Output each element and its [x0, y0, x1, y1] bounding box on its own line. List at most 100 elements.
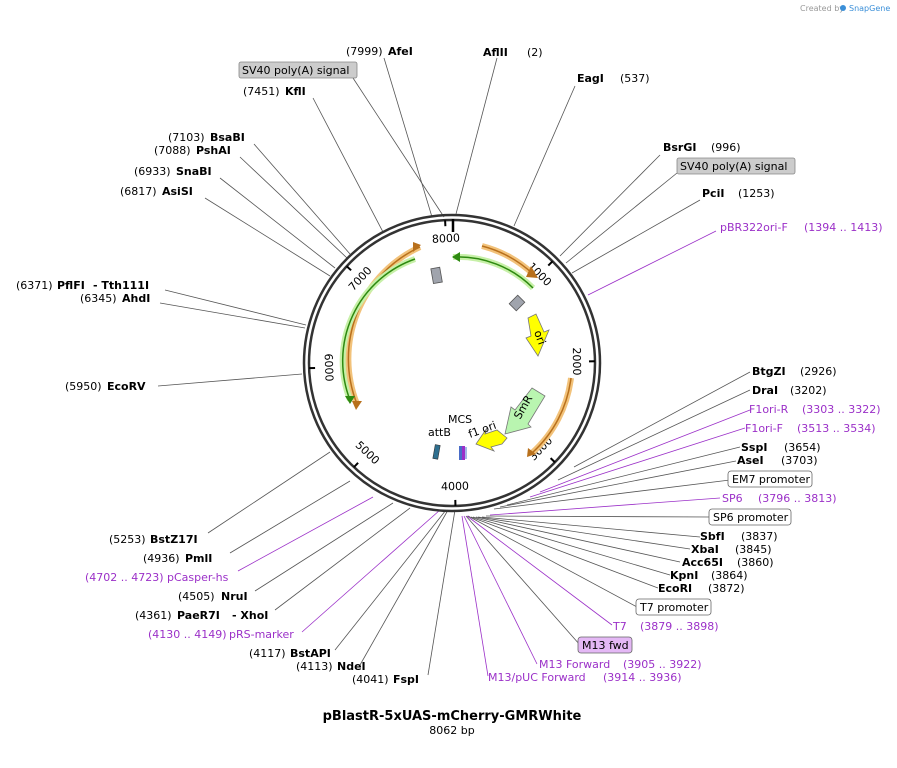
sspi-pos: (3654) — [784, 441, 821, 454]
fspi-pos: (4041) — [352, 673, 389, 686]
acc65i-pos: (3860) — [737, 556, 774, 569]
tick-label: 6000 — [322, 353, 336, 381]
tick-mark — [353, 462, 359, 468]
asisi-name: AsiSI — [162, 185, 193, 198]
xbai-name: XbaI — [691, 543, 719, 556]
sp6-promoter-box: SP6 promoter — [708, 508, 792, 526]
aflii-name: AflII — [483, 46, 508, 59]
btgzi-name: BtgZI — [752, 365, 786, 378]
tick-mark — [549, 457, 556, 463]
sv40-box-left — [430, 266, 443, 285]
snapgene-logo — [840, 5, 846, 11]
pcii-name: PciI — [702, 187, 724, 200]
afei-pos: (7999) — [346, 45, 383, 58]
sspi-name: SspI — [741, 441, 767, 454]
nrui-pos: (4505) — [178, 590, 215, 603]
bstapi-pos: (4117) — [249, 647, 286, 660]
tth111i-name: - Tth111I — [93, 279, 149, 292]
em7-promoter-box: EM7 promoter — [727, 470, 813, 488]
attb-label: attB — [428, 426, 451, 439]
m13-fwd-box: M13 fwd — [577, 636, 633, 654]
attb-marker: attB — [428, 426, 451, 460]
kfli-pos: (7451) — [243, 85, 280, 98]
bstapi-name: BstAPI — [290, 647, 331, 660]
snapgene-name: SnapGene — [849, 4, 890, 13]
asei-name: AseI — [737, 454, 764, 467]
btgzi-pos: (2926) — [800, 365, 837, 378]
aflii-pos: (2) — [527, 46, 543, 59]
smr-arrow: SmR — [504, 387, 546, 435]
kpni-pos: (3864) — [711, 569, 748, 582]
m13-puc-forward-pos: (3914 .. 3936) — [603, 671, 682, 684]
m13-forward-pos: (3905 .. 3922) — [623, 658, 702, 671]
pflfi-pos: (6371) — [16, 279, 53, 292]
prs-marker-name: pRS-marker — [229, 628, 294, 641]
paer7i-name: PaeR7I — [177, 609, 220, 622]
f1-ori-arrow: f1 ori — [467, 419, 508, 452]
tick-mark — [346, 265, 352, 272]
mcs-label: MCS — [448, 413, 472, 426]
connector-lines — [157, 57, 751, 677]
ahdi-name: AhdI — [122, 292, 150, 305]
plasmid-title: pBlastR-5xUAS-mCherry-GMRWhite — [323, 709, 582, 724]
paer7i-pos: (4361) — [135, 609, 172, 622]
kpni-name: KpnI — [670, 569, 698, 582]
f1ori-f-name: F1ori-F — [745, 422, 783, 435]
pshai-name: PshAI — [196, 144, 231, 157]
pcii-pos: (1253) — [738, 187, 775, 200]
right-labels: AflII (2) EagI (537) BsrGI (996) SV40 po… — [483, 46, 883, 684]
pbr322ori-pos: (1394 .. 1413) — [804, 221, 883, 234]
tick-label: 8000 — [432, 231, 461, 245]
tick-label: 4000 — [441, 480, 469, 494]
eagi-pos: (537) — [620, 72, 650, 85]
pshai-pos: (7088) — [154, 144, 191, 157]
sv40-box-label-right: SV40 poly(A) signal — [676, 157, 796, 175]
svg-text:SV40 poly(A) signal: SV40 poly(A) signal — [680, 160, 787, 173]
ecorv-name: EcoRV — [107, 380, 146, 393]
feature-arcs — [339, 242, 574, 457]
bsabi-name: BsaBI — [210, 131, 245, 144]
plasmid-length: 8062 bp — [429, 724, 474, 737]
sbfi-name: SbfI — [700, 530, 725, 543]
svg-text:M13 fwd: M13 fwd — [582, 639, 629, 652]
ori-label: ori — [531, 329, 548, 347]
prs-marker-pos: (4130 .. 4149) — [148, 628, 227, 641]
ecorv-pos: (5950) — [65, 380, 102, 393]
asisi-pos: (6817) — [120, 185, 157, 198]
tick-label: 2000 — [570, 347, 583, 375]
sv40-box-label-left: SV40 poly(A) signal — [238, 61, 358, 79]
afei-name: AfeI — [388, 45, 413, 58]
kfli-name: KflI — [285, 85, 306, 98]
t7-promoter-box: T7 promoter — [635, 598, 712, 616]
ecori-name: EcoRI — [658, 582, 692, 595]
bsrgi-pos: (996) — [711, 141, 741, 154]
f1ori-r-pos: (3303 .. 3322) — [802, 403, 881, 416]
m13-forward-name: M13 Forward — [539, 658, 610, 671]
drai-name: DraI — [752, 384, 778, 397]
credit-text: Created by — [800, 4, 844, 13]
ndei-pos: (4113) — [296, 660, 333, 673]
pmli-name: PmlI — [185, 552, 212, 565]
ecori-pos: (3872) — [708, 582, 745, 595]
svg-text:T7 promoter: T7 promoter — [639, 601, 709, 614]
ori-arrow: ori — [525, 313, 550, 357]
nrui-name: NruI — [221, 590, 248, 603]
snabi-pos: (6933) — [134, 165, 171, 178]
acc65i-name: Acc65I — [682, 556, 723, 569]
xhoi-name: - XhoI — [232, 609, 268, 622]
fspi-name: FspI — [393, 673, 419, 686]
xbai-pos: (3845) — [735, 543, 772, 556]
svg-text:EM7 promoter: EM7 promoter — [732, 473, 810, 486]
f1ori-r-name: F1ori-R — [749, 403, 789, 416]
asei-pos: (3703) — [781, 454, 818, 467]
left-labels: (7999) AfeI SV40 poly(A) signal (7451) K… — [16, 45, 419, 686]
snabi-name: SnaBI — [176, 165, 212, 178]
t7-pos: (3879 .. 3898) — [640, 620, 719, 633]
sp6-name: SP6 — [722, 492, 743, 505]
pcasper-name: pCasper-hs — [167, 571, 229, 584]
m13-puc-forward-name: M13/pUC Forward — [488, 671, 586, 684]
sp6-pos: (3796 .. 3813) — [758, 492, 837, 505]
t7-name: T7 — [612, 620, 627, 633]
